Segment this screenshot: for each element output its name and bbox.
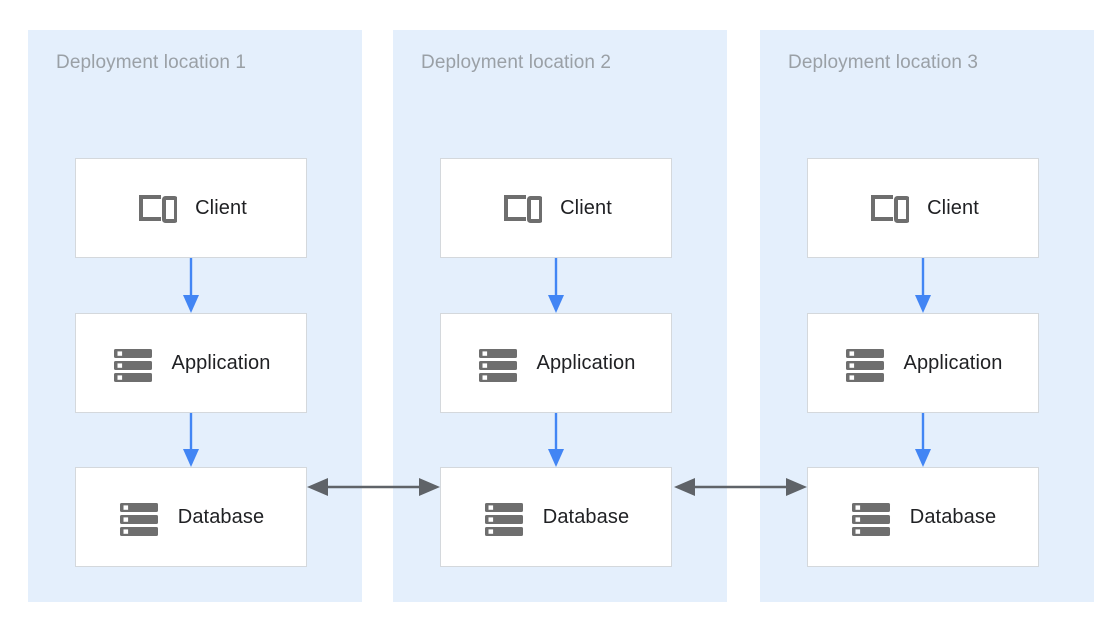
node-database-2[interactable]: Database	[440, 467, 672, 567]
replication-link-db1-db2	[307, 478, 440, 496]
server-icon	[478, 349, 517, 382]
connector-application-to-database-3	[915, 413, 931, 467]
node-label-application-3: Application	[903, 351, 1003, 374]
server-icon	[845, 349, 884, 382]
node-client-2[interactable]: Client	[440, 158, 672, 258]
replication-link-db2-db3	[674, 478, 807, 496]
node-label-client-2: Client	[560, 196, 612, 219]
deployment-location-panel-1: Deployment location 1 Client Applicat	[28, 30, 362, 602]
node-label-client-3: Client	[927, 196, 979, 219]
panel-title-3: Deployment location 3	[788, 52, 979, 73]
connector-application-to-database-2	[548, 413, 564, 467]
node-label-database-3: Database	[909, 505, 997, 528]
server-icon	[119, 503, 158, 536]
node-label-database-2: Database	[542, 505, 630, 528]
node-label-database-1: Database	[177, 505, 265, 528]
devices-icon	[871, 195, 910, 223]
node-application-2[interactable]: Application	[440, 313, 672, 413]
connector-client-to-application-3	[915, 258, 931, 313]
devices-icon	[504, 195, 543, 223]
node-client-3[interactable]: Client	[807, 158, 1039, 258]
node-database-1[interactable]: Database	[75, 467, 307, 567]
devices-icon	[139, 195, 178, 223]
node-label-application-1: Application	[171, 351, 271, 374]
node-label-client-1: Client	[195, 196, 247, 219]
panel-title-2: Deployment location 2	[421, 52, 612, 73]
node-label-application-2: Application	[536, 351, 636, 374]
connector-client-to-application-1	[183, 258, 199, 313]
connector-client-to-application-2	[548, 258, 564, 313]
node-client-1[interactable]: Client	[75, 158, 307, 258]
node-application-1[interactable]: Application	[75, 313, 307, 413]
node-database-3[interactable]: Database	[807, 467, 1039, 567]
deployment-location-panel-3: Deployment location 3 Client Applicat	[760, 30, 1094, 602]
node-application-3[interactable]: Application	[807, 313, 1039, 413]
panel-title-1: Deployment location 1	[56, 52, 247, 73]
deployment-location-panel-2: Deployment location 2 Client Applicat	[393, 30, 727, 602]
connector-application-to-database-1	[183, 413, 199, 467]
server-icon	[851, 503, 890, 536]
server-icon	[113, 349, 152, 382]
server-icon	[484, 503, 523, 536]
